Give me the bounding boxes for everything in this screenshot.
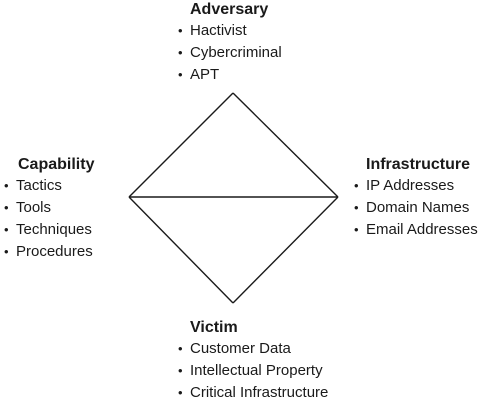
victim-item: Critical Infrastructure — [178, 382, 328, 404]
victim-item: Customer Data — [178, 338, 328, 360]
adversary-node: Adversary Hactivist Cybercriminal APT — [178, 0, 282, 86]
edge-infrastructure-victim — [232, 196, 339, 304]
victim-node: Victim Customer Data Intellectual Proper… — [178, 318, 328, 404]
capability-item: Tactics — [4, 175, 94, 197]
infrastructure-item: Domain Names — [354, 197, 478, 219]
adversary-title: Adversary — [190, 1, 269, 18]
adversary-item: Hactivist — [178, 20, 282, 42]
victim-title: Victim — [190, 319, 238, 336]
adversary-item: APT — [178, 64, 282, 86]
infrastructure-node: Infrastructure IP Addresses Domain Names… — [354, 155, 478, 241]
infrastructure-item: Email Addresses — [354, 219, 478, 241]
adversary-list: Hactivist Cybercriminal APT — [178, 20, 282, 86]
capability-item: Tools — [4, 197, 94, 219]
infrastructure-title: Infrastructure — [366, 156, 471, 173]
capability-item: Procedures — [4, 241, 94, 263]
capability-item: Techniques — [4, 219, 94, 241]
capability-list: Tactics Tools Techniques Procedures — [4, 175, 94, 263]
adversary-item: Cybercriminal — [178, 42, 282, 64]
capability-node: Capability Tactics Tools Techniques Proc… — [4, 155, 94, 263]
edge-capability-adversary — [128, 92, 234, 198]
edge-victim-capability — [128, 196, 234, 304]
edge-adversary-infrastructure — [232, 92, 339, 198]
infrastructure-item: IP Addresses — [354, 175, 478, 197]
victim-item: Intellectual Property — [178, 360, 328, 382]
infrastructure-list: IP Addresses Domain Names Email Addresse… — [354, 175, 478, 241]
victim-list: Customer Data Intellectual Property Crit… — [178, 338, 328, 404]
capability-title: Capability — [18, 156, 95, 173]
